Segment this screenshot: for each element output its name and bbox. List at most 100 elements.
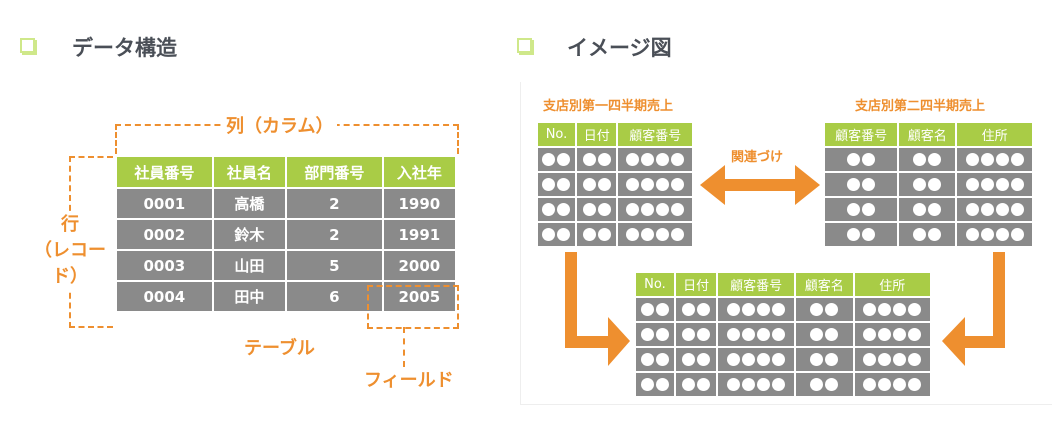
dot-icon (980, 203, 994, 216)
arrow-down-left-icon (942, 252, 1005, 366)
dot-icon (893, 303, 907, 316)
masked-cell (955, 196, 1034, 223)
masked-cell (673, 371, 719, 398)
masked-cell (822, 196, 900, 223)
dot-icon (847, 228, 861, 241)
masked-cell (634, 371, 676, 398)
table-row (634, 296, 933, 323)
table-cell: 0002 (115, 218, 214, 251)
dot-icon (1010, 178, 1024, 191)
table-cell: 2000 (381, 249, 458, 282)
dot-icon (965, 153, 979, 166)
dot-icon (597, 228, 611, 241)
dot-icon (862, 228, 876, 241)
table-row (634, 321, 933, 348)
table-cell: 0003 (115, 249, 214, 282)
dot-icon (656, 203, 670, 216)
dot-icon (597, 153, 611, 166)
masked-cell (634, 321, 676, 348)
dot-icon (557, 153, 571, 166)
dot-icon (697, 328, 711, 341)
column-header: 社員番号 (115, 155, 214, 189)
dot-icon (671, 178, 685, 191)
column-header: 顧客名 (897, 121, 958, 148)
masked-cell (852, 296, 933, 323)
table-cell: 6 (284, 280, 384, 313)
column-header: 入社年 (381, 155, 458, 189)
field-label: フィールド (364, 370, 454, 391)
table-cell: 5 (284, 249, 384, 282)
dot-icon (1010, 153, 1024, 166)
dot-icon (727, 303, 741, 316)
dot-icon (893, 353, 907, 366)
dot-icon (825, 303, 839, 316)
dot-icon (908, 328, 922, 341)
section-title-image: イメージ図 (567, 36, 672, 60)
dot-icon (582, 153, 596, 166)
table-cell: 田中 (211, 280, 287, 313)
table-row (536, 196, 694, 223)
row-label-line2: （レコード） (34, 240, 106, 287)
dot-icon (742, 353, 756, 366)
section-title-data-structure: データ構造 (72, 36, 177, 60)
column-header: 顧客名 (793, 271, 855, 298)
dot-icon (656, 228, 670, 241)
dot-icon (810, 378, 824, 391)
dot-icon (542, 153, 556, 166)
dot-icon (671, 203, 685, 216)
dot-icon (757, 353, 771, 366)
field-pointer-line (403, 327, 405, 367)
masked-cell (793, 346, 855, 373)
dot-icon (863, 303, 877, 316)
masked-cell (536, 196, 577, 223)
masked-cell (673, 321, 719, 348)
dot-icon (908, 353, 922, 366)
dot-icon (810, 353, 824, 366)
masked-cell (536, 171, 577, 198)
masked-cell (955, 146, 1034, 173)
dot-icon (913, 203, 927, 216)
dot-icon (863, 378, 877, 391)
table-cell: 2 (284, 187, 384, 220)
dot-icon (641, 203, 655, 216)
dot-icon (757, 328, 771, 341)
dot-icon (656, 153, 670, 166)
table-row (634, 346, 933, 373)
dot-icon (697, 378, 711, 391)
column-header: 部門番号 (284, 155, 384, 189)
masked-cell (852, 371, 933, 398)
merged-table: No.日付顧客番号顧客名住所 (634, 271, 933, 398)
dot-icon (640, 303, 654, 316)
masked-cell (822, 146, 900, 173)
bullet-icon (20, 38, 35, 53)
table-cell: 1990 (381, 187, 458, 220)
dot-icon (626, 153, 640, 166)
dot-icon (557, 178, 571, 191)
dot-icon (825, 328, 839, 341)
dot-icon (656, 178, 670, 191)
masked-cell (716, 296, 796, 323)
dot-icon (682, 353, 696, 366)
dot-icon (757, 378, 771, 391)
dot-icon (582, 228, 596, 241)
table-row (536, 221, 694, 248)
dot-icon (847, 153, 861, 166)
dot-icon (772, 303, 786, 316)
masked-cell (716, 371, 796, 398)
masked-cell (673, 346, 719, 373)
dot-icon (847, 178, 861, 191)
dot-icon (810, 303, 824, 316)
column-header: 住所 (955, 121, 1034, 148)
dot-icon (542, 228, 556, 241)
table-cell: 1991 (381, 218, 458, 251)
dot-icon (640, 378, 654, 391)
table-row (634, 371, 933, 398)
dot-icon (928, 228, 942, 241)
table-header-row: No.日付顧客番号顧客名住所 (634, 271, 933, 298)
masked-cell (897, 171, 958, 198)
column-header: 日付 (673, 271, 719, 298)
table-row (822, 146, 1034, 173)
dot-icon (557, 228, 571, 241)
